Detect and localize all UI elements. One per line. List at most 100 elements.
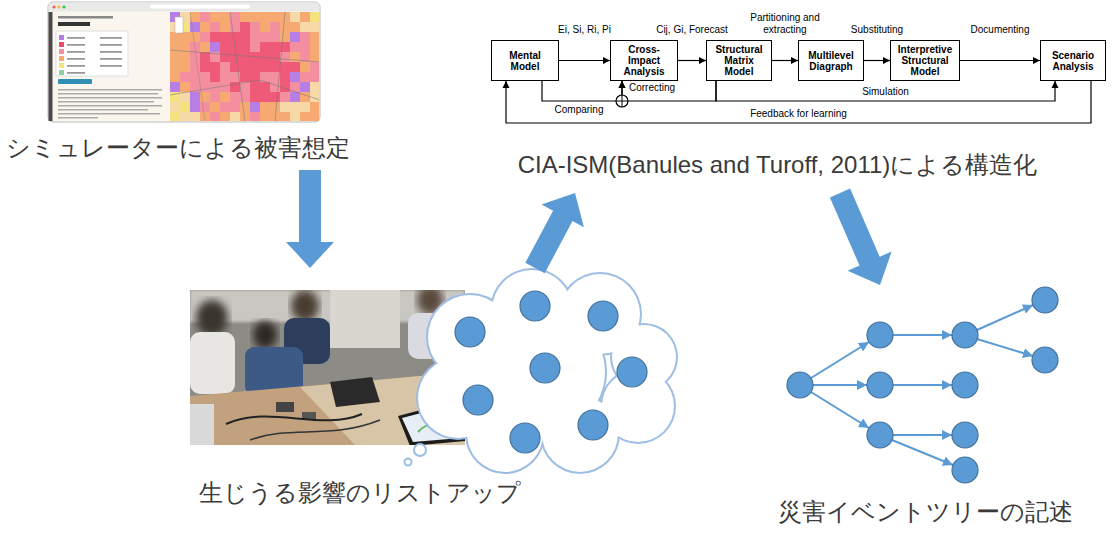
map-cell bbox=[190, 62, 200, 72]
map-cell bbox=[220, 42, 230, 52]
legend-swatch bbox=[59, 35, 64, 40]
chair bbox=[190, 404, 214, 445]
text-bar bbox=[67, 65, 85, 67]
legend-swatch bbox=[59, 56, 64, 61]
map-cell bbox=[230, 52, 240, 62]
map-cell bbox=[180, 32, 190, 42]
map-cell bbox=[190, 92, 200, 102]
person-head bbox=[291, 290, 319, 322]
map-cell bbox=[210, 72, 220, 82]
map-cell bbox=[270, 32, 280, 42]
map-cell bbox=[220, 12, 230, 22]
map-cell bbox=[260, 92, 270, 102]
map-road bbox=[170, 80, 319, 100]
tree-event bbox=[952, 322, 978, 348]
connector bbox=[960, 60, 1040, 61]
text-bar bbox=[58, 105, 162, 107]
map-cell bbox=[170, 102, 180, 112]
map-cell bbox=[210, 112, 220, 121]
caption: 災害イベントツリーの記述 bbox=[775, 497, 1075, 527]
text-bar bbox=[100, 58, 122, 60]
device bbox=[276, 402, 294, 412]
map-cell bbox=[290, 92, 300, 102]
map-cell bbox=[220, 22, 230, 32]
map-cell bbox=[290, 12, 300, 22]
map-cell bbox=[220, 92, 230, 102]
map-cell bbox=[210, 92, 220, 102]
edge-label: Documenting bbox=[970, 24, 1031, 36]
map-cell bbox=[190, 52, 200, 62]
map-cell bbox=[250, 62, 260, 72]
map-cell bbox=[290, 22, 300, 32]
map-cell bbox=[300, 82, 310, 92]
map-cell bbox=[290, 62, 300, 72]
map-cell bbox=[230, 62, 240, 72]
cloud bbox=[612, 325, 676, 389]
map-cell bbox=[270, 12, 280, 22]
edge-label: Ei, Si, Ri, Pi bbox=[557, 24, 612, 36]
box-label: Mental Model bbox=[495, 50, 555, 72]
cable bbox=[250, 420, 380, 440]
box-label: Structural Matrix Model bbox=[710, 44, 768, 77]
map-cell bbox=[200, 52, 210, 62]
map-cell bbox=[170, 62, 180, 72]
map-cell bbox=[210, 12, 220, 22]
map-cell bbox=[210, 22, 220, 32]
map-cell bbox=[230, 32, 240, 42]
thought-bubble bbox=[405, 459, 412, 466]
connector bbox=[772, 60, 798, 61]
simulator-panel: シミュレーターによる被害想定 bbox=[5, 0, 350, 170]
box-label: Cross-Impact Analysis bbox=[614, 44, 674, 77]
event-tree-panel: 災害イベントツリーの記述 bbox=[775, 285, 1075, 530]
text-bar bbox=[58, 117, 98, 119]
map-cell bbox=[310, 82, 319, 92]
summing-junction bbox=[616, 95, 628, 107]
idea-dot bbox=[455, 317, 485, 347]
map-cell bbox=[310, 102, 319, 112]
window-button bbox=[52, 5, 55, 8]
map-cell bbox=[300, 102, 310, 112]
map-cell bbox=[170, 52, 180, 62]
map-cell bbox=[170, 72, 180, 82]
map-cell bbox=[220, 72, 230, 82]
connector bbox=[864, 60, 890, 61]
text-bar bbox=[58, 89, 162, 91]
text-bar bbox=[67, 58, 85, 60]
map-cell bbox=[200, 82, 210, 92]
map-cell bbox=[210, 32, 220, 42]
map-cell bbox=[280, 102, 290, 112]
tree-event bbox=[952, 422, 978, 448]
text-bar bbox=[100, 51, 122, 53]
map-cell bbox=[190, 32, 200, 42]
map-cell bbox=[210, 42, 220, 52]
map-cell bbox=[200, 62, 210, 72]
edge-label: Correcting bbox=[628, 82, 676, 94]
map-cell bbox=[310, 42, 319, 52]
map-cell bbox=[180, 102, 190, 112]
person-body bbox=[190, 332, 235, 394]
map-cell bbox=[290, 32, 300, 42]
map-cell bbox=[250, 42, 260, 52]
map-cell bbox=[200, 102, 210, 112]
text-bar bbox=[67, 51, 85, 53]
map-cell bbox=[270, 42, 280, 52]
url-bar bbox=[150, 5, 250, 9]
map-cell bbox=[300, 72, 310, 82]
map-cell bbox=[250, 12, 260, 22]
connector bbox=[716, 81, 1055, 101]
map-cell bbox=[180, 92, 190, 102]
idea-dot bbox=[578, 410, 608, 440]
map-cell bbox=[290, 42, 300, 52]
text-bar bbox=[100, 65, 122, 67]
box-label: Multilevel Diagraph bbox=[802, 50, 860, 72]
map-cell bbox=[180, 72, 190, 82]
map-cell bbox=[300, 62, 310, 72]
map-cell bbox=[250, 102, 260, 112]
idea-dot bbox=[530, 353, 560, 383]
summing-junction-cross bbox=[616, 95, 628, 107]
cable bbox=[226, 414, 362, 424]
text-bar bbox=[67, 72, 85, 74]
map-road bbox=[275, 12, 285, 121]
map-cell bbox=[200, 12, 210, 22]
workshop-panel: 生じうる影響のリストアップ bbox=[185, 268, 680, 523]
